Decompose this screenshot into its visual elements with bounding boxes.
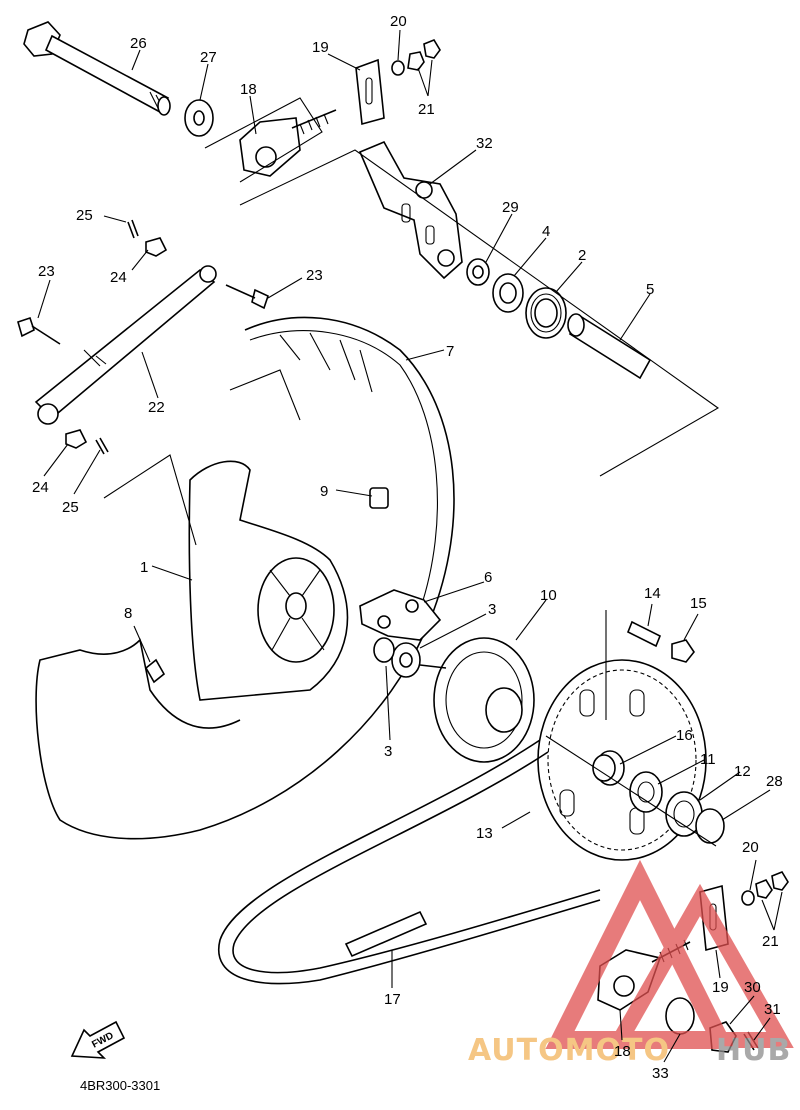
callout-12: 12 [734, 763, 751, 780]
rear-wheel-hub [188, 460, 349, 701]
callout-2: 2 [578, 247, 586, 264]
callouts: 26 27 19 20 21 18 32 25 29 4 2 23 24 23 … [32, 13, 783, 1082]
callout-29: 29 [502, 199, 519, 216]
collar [466, 258, 490, 286]
axle-washer [184, 99, 214, 137]
callout-24: 24 [32, 479, 49, 496]
callout-32: 32 [476, 135, 493, 152]
chain-adjuster-upper [204, 97, 337, 183]
cotter-pins-25 [95, 219, 139, 455]
callout-30: 30 [744, 979, 761, 996]
adjuster-plate-upper [355, 58, 385, 126]
oil-seal [492, 273, 524, 313]
callout-6: 6 [484, 569, 492, 586]
callout-21: 21 [418, 101, 435, 118]
bearing-3b [373, 637, 395, 663]
callout-17: 17 [384, 991, 401, 1008]
caliper-bracket [358, 140, 463, 280]
callout-22: 22 [148, 399, 165, 416]
watermark-text-left: AUTOMOTO [468, 1033, 670, 1068]
callout-5: 5 [646, 281, 654, 298]
callout-15: 15 [690, 595, 707, 612]
callout-25: 25 [76, 207, 93, 224]
washer-nuts-lower [741, 871, 789, 906]
balance-weight [369, 487, 389, 509]
callout-16: 16 [676, 727, 693, 744]
sprocket-guide-line [545, 610, 717, 847]
drive-chain [217, 739, 601, 985]
forward-arrow-icon: FWD [70, 1020, 126, 1059]
callout-24: 24 [110, 269, 127, 286]
watermark-logo: AUTOMOTO HUB [468, 859, 794, 1068]
callout-23: 23 [38, 263, 55, 280]
hub-damper [359, 589, 442, 641]
tension-rod [34, 265, 217, 425]
callout-19: 19 [312, 39, 329, 56]
sprocket-nut [671, 639, 695, 663]
callout-26: 26 [130, 35, 147, 52]
bearing-2 [525, 287, 567, 339]
bolts-23 [17, 284, 269, 345]
callout-31: 31 [764, 1001, 781, 1018]
callout-7: 7 [446, 343, 454, 360]
sprocket-hub [419, 637, 535, 763]
leader-lines [37, 29, 783, 1063]
callout-11: 11 [700, 751, 716, 768]
callout-3: 3 [384, 743, 392, 760]
callout-27: 27 [200, 49, 217, 66]
callout-14: 14 [644, 585, 661, 602]
callout-23: 23 [306, 267, 323, 284]
axle-guide-line-upper [239, 149, 720, 477]
spacer-tube [567, 313, 652, 380]
callout-33: 33 [652, 1065, 669, 1082]
callout-4: 4 [542, 223, 550, 240]
diagram-code: 4BR300-3301 [80, 1078, 160, 1093]
nuts-24 [65, 237, 168, 449]
watermark-text-right: HUB [716, 1033, 791, 1068]
rear-axle [23, 21, 171, 116]
callout-21: 21 [762, 933, 779, 950]
callout-18: 18 [614, 1043, 631, 1060]
callout-25: 25 [62, 499, 79, 516]
collar-28 [695, 808, 725, 844]
callout-20: 20 [390, 13, 407, 30]
valve [144, 658, 166, 684]
callout-3: 3 [488, 601, 496, 618]
callout-8: 8 [124, 605, 132, 622]
callout-13: 13 [476, 825, 493, 842]
callout-28: 28 [766, 773, 783, 790]
bearing-3a [391, 642, 421, 678]
collar-16 [592, 754, 616, 782]
rear-sprocket [537, 659, 707, 861]
callout-20: 20 [742, 839, 759, 856]
washer-33 [665, 997, 695, 1035]
callout-18: 18 [240, 81, 257, 98]
bearing-11 [629, 771, 663, 813]
callout-1: 1 [140, 559, 148, 576]
callout-10: 10 [540, 587, 557, 604]
wheel-guide-line [103, 454, 197, 546]
callout-19: 19 [712, 979, 729, 996]
washer-nuts-upper [391, 39, 441, 76]
callout-9: 9 [320, 483, 328, 500]
sprocket-stud [626, 620, 662, 648]
